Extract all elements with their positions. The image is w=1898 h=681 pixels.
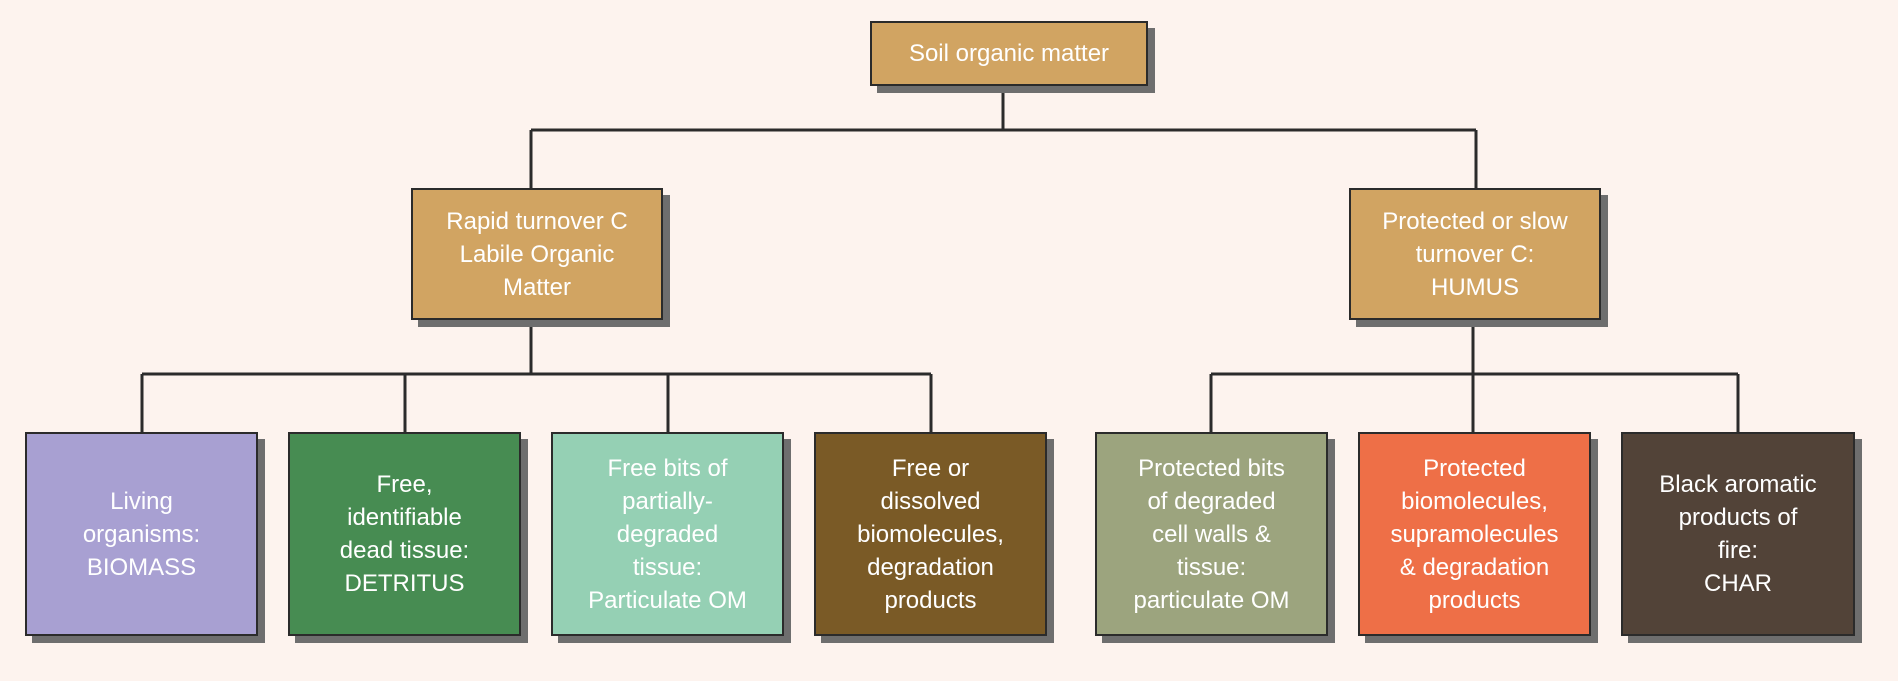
biomass-label: Living organisms: BIOMASS xyxy=(82,487,201,581)
humus-label: Protected or slow turnover C: HUMUS xyxy=(1382,207,1568,301)
humus-connector xyxy=(1209,320,1740,432)
protected-particulate-om-label: Protected bits of degraded cell walls & … xyxy=(1133,454,1290,614)
char-node: Black aromatic products of fire: CHAR xyxy=(1621,432,1855,636)
protected-biomolecules-node: Protected biomolecules, supramolecules &… xyxy=(1358,432,1591,636)
free-particulate-om-label: Free bits of partially- degraded tissue:… xyxy=(588,454,747,614)
protected-biomolecules-label: Protected biomolecules, supramolecules &… xyxy=(1390,454,1559,614)
char-label: Black aromatic products of fire: CHAR xyxy=(1659,471,1817,597)
labile-label: Rapid turnover C Labile Organic Matter xyxy=(446,207,628,301)
root-connector xyxy=(529,86,1478,188)
biomass-node: Living organisms: BIOMASS xyxy=(25,432,258,636)
root-node: Soil organic matter xyxy=(870,21,1148,86)
protected-particulate-om-node: Protected bits of degraded cell walls & … xyxy=(1095,432,1328,636)
labile-node: Rapid turnover C Labile Organic Matter xyxy=(411,188,663,320)
free-particulate-om-node: Free bits of partially- degraded tissue:… xyxy=(551,432,784,636)
detritus-label: Free, identifiable dead tissue: DETRITUS xyxy=(339,471,470,597)
root-label: Soil organic matter xyxy=(908,40,1110,67)
dissolved-biomolecules-node: Free or dissolved biomolecules, degradat… xyxy=(814,432,1047,636)
dissolved-biomolecules-label: Free or dissolved biomolecules, degradat… xyxy=(857,454,1004,614)
humus-node: Protected or slow turnover C: HUMUS xyxy=(1349,188,1601,320)
detritus-node: Free, identifiable dead tissue: DETRITUS xyxy=(288,432,521,636)
labile-connector xyxy=(140,320,933,432)
